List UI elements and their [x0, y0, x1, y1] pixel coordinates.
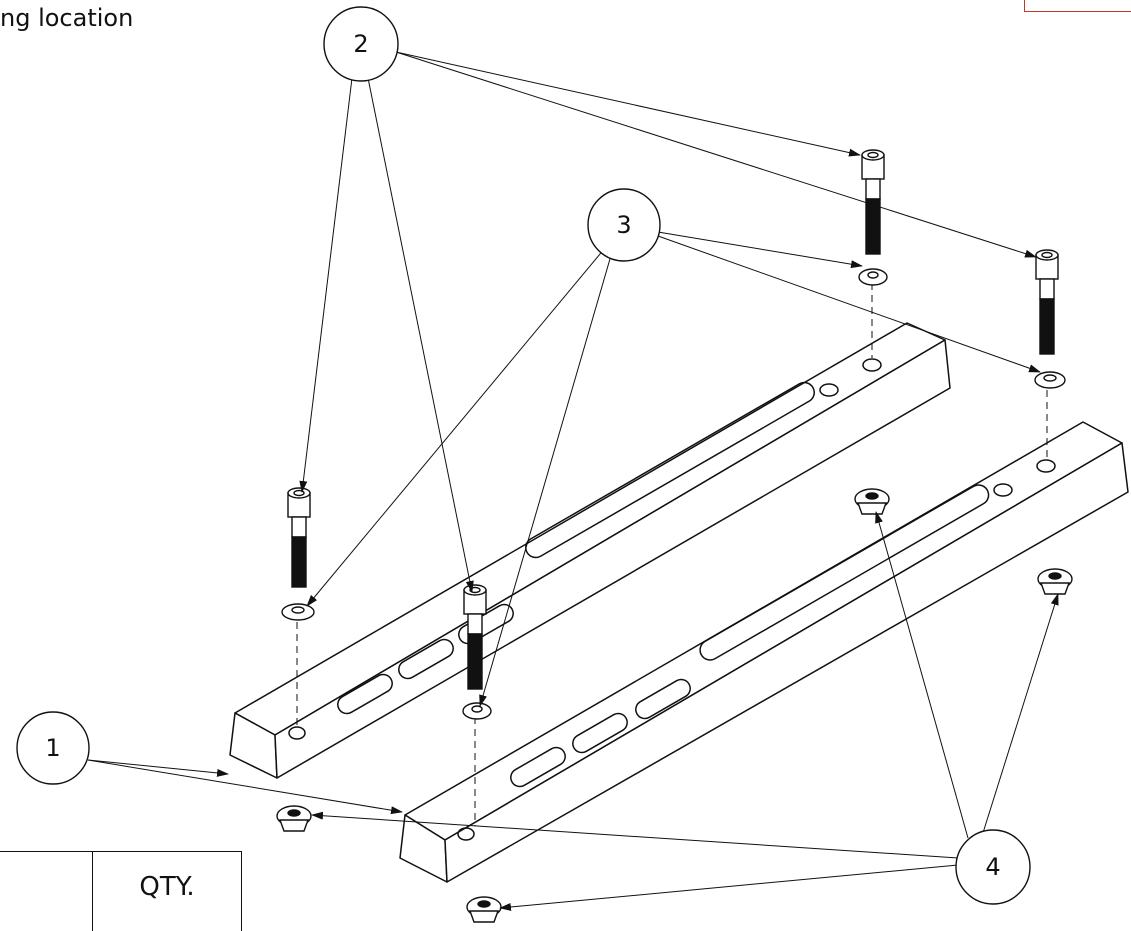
balloon-4-label: 4: [985, 853, 1000, 881]
balloon-2-label: 2: [353, 30, 368, 58]
lock-washers: [281, 268, 1066, 720]
screw-1: [287, 487, 311, 588]
balloon-1-label: 1: [45, 734, 60, 762]
assembly-centerlines: [296, 283, 1048, 826]
screw-3: [861, 149, 885, 255]
balloon-1: 1: [16, 711, 90, 785]
header-note-text: ng location: [0, 4, 134, 32]
balloon-3-label: 3: [616, 211, 631, 239]
leader-lines: [87, 51, 1059, 911]
balloon-2: 2: [323, 6, 399, 82]
flange-nuts: [276, 488, 1073, 923]
screw-4: [1035, 249, 1059, 355]
qty-column-header: QTY.: [139, 872, 195, 902]
balloon-3: 3: [587, 188, 661, 262]
rail-back: [229, 322, 951, 779]
rail-front: [399, 421, 1129, 883]
title-block-frame: [1024, 0, 1131, 12]
bom-column-divider: [92, 852, 93, 931]
balloon-4: 4: [955, 829, 1031, 905]
bom-table: QTY.: [0, 851, 242, 931]
